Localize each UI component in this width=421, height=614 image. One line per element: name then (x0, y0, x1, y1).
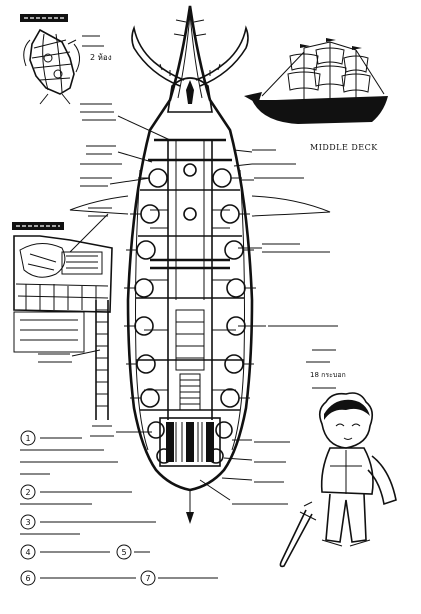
legend-item-number: 6 (25, 574, 30, 583)
deck-label: MIDDLE DECK (310, 143, 378, 152)
legend-item-number: 3 (25, 518, 30, 527)
left-callouts (38, 103, 171, 437)
chibi-character (279, 392, 397, 568)
legend-item-number: 7 (145, 574, 150, 583)
legend-item-marker (116, 544, 132, 560)
galleon-sketch (244, 38, 388, 124)
gun-count: 18 กระบอก (310, 371, 346, 379)
hull-wings (69, 195, 331, 217)
inset-mechanism: 2 ห้อง (20, 14, 112, 105)
legend-item-number: 1 (25, 434, 30, 443)
deck-structure (136, 138, 244, 467)
legend-item-number: 4 (25, 548, 30, 557)
inset-caption: 2 ห้อง (90, 53, 112, 62)
legend-item-marker (20, 570, 36, 586)
inset-machinery (12, 207, 113, 353)
legend-item-marker (140, 570, 156, 586)
legend: 1 2 3 4 5 6 7 (20, 430, 218, 586)
legend-item-marker (20, 514, 36, 530)
barrel-rack (95, 300, 109, 420)
right-callouts: 18 กระบอก (199, 149, 346, 505)
cannon-ports (124, 168, 256, 464)
legend-item-marker (20, 430, 36, 446)
legend-item-number: 5 (121, 548, 126, 557)
legend-item-marker (20, 484, 36, 500)
ship-hull (126, 5, 254, 524)
legend-item-number: 2 (25, 488, 30, 497)
legend-item-marker (20, 544, 36, 560)
bow-horns (131, 25, 249, 87)
